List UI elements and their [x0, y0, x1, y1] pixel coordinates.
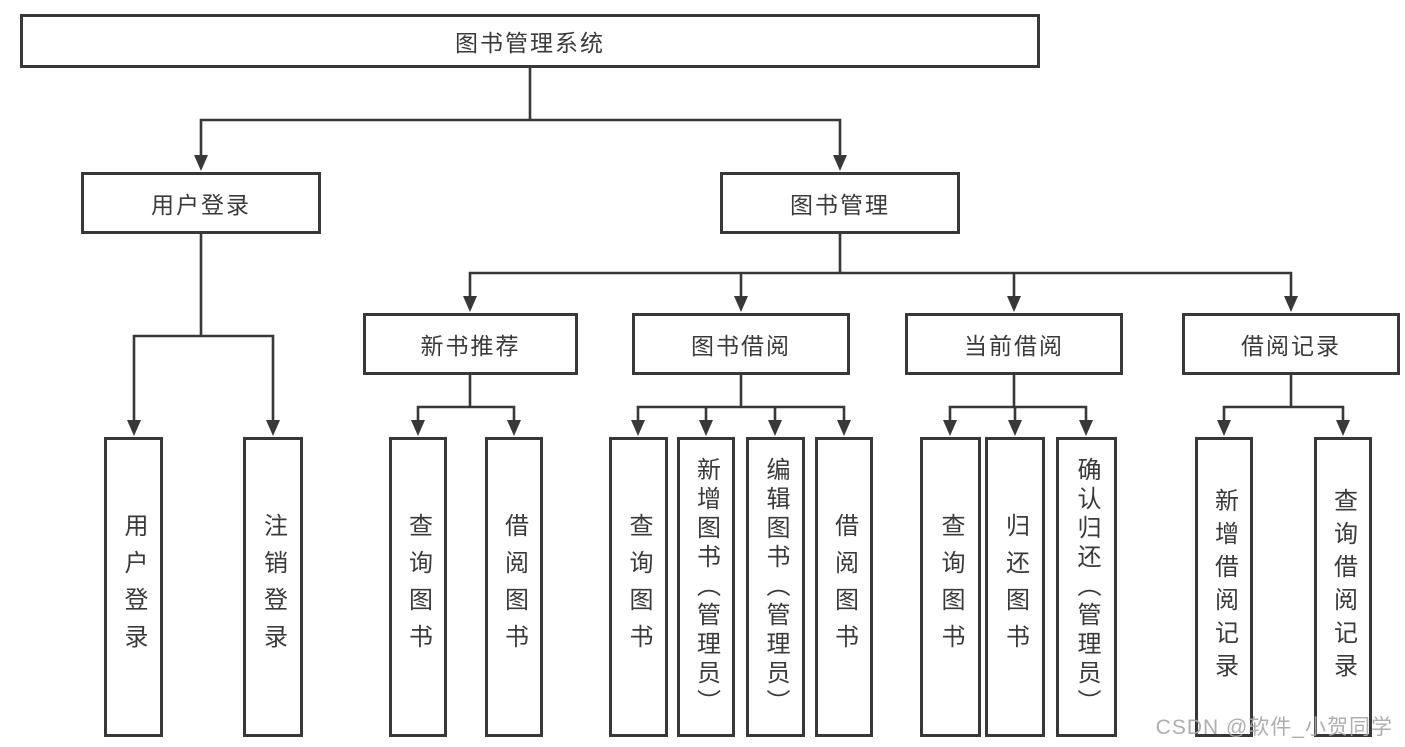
- node-label-login-logout: 注销登录: [259, 513, 287, 661]
- node-new-book: 新书推荐: [363, 313, 578, 375]
- node-label-new-book: 新书推荐: [420, 333, 521, 359]
- node-nb-query: 查询图书: [389, 437, 447, 737]
- node-label-cu-query: 查询图书: [937, 513, 964, 661]
- node-label-cu-return: 归还图书: [1001, 513, 1029, 661]
- node-label-current-borrow: 当前借阅: [964, 333, 1064, 359]
- node-label-root: 图书管理系统: [455, 30, 605, 56]
- node-bw-borrow: 借阅图书: [815, 437, 873, 737]
- node-login-logout: 注销登录: [243, 437, 303, 737]
- watermark: CSDN @软件_小贺同学: [1155, 716, 1393, 739]
- node-label-bw-query: 查询图书: [625, 513, 652, 661]
- node-label-login-user: 用户登录: [120, 513, 147, 661]
- node-cu-return: 归还图书: [985, 437, 1045, 737]
- node-re-add: 新增借阅记录: [1195, 437, 1253, 737]
- node-current-borrow: 当前借阅: [905, 313, 1123, 375]
- node-label-borrow-record: 借阅记录: [1241, 333, 1341, 359]
- node-label-book-borrow: 图书借阅: [691, 333, 791, 359]
- node-root: 图书管理系统: [20, 14, 1040, 68]
- node-label-cu-confirm: 确认归还（管理员）: [1073, 456, 1100, 718]
- node-label-re-query: 查询借阅记录: [1329, 488, 1357, 686]
- node-label-re-add: 新增借阅记录: [1210, 488, 1238, 686]
- node-label-user-login: 用户登录: [151, 192, 251, 218]
- node-re-query: 查询借阅记录: [1314, 437, 1372, 737]
- node-bw-add: 新增图书（管理员）: [677, 437, 735, 737]
- node-label-bw-add: 新增图书（管理员）: [692, 456, 720, 718]
- node-label-bw-borrow: 借阅图书: [830, 513, 858, 661]
- node-user-login: 用户登录: [81, 172, 321, 234]
- node-book-management: 图书管理: [720, 172, 960, 234]
- node-borrow-record: 借阅记录: [1182, 313, 1400, 375]
- node-cu-confirm: 确认归还（管理员）: [1056, 437, 1117, 737]
- node-label-bw-edit: 编辑图书（管理员）: [762, 456, 789, 718]
- node-nb-borrow: 借阅图书: [485, 437, 543, 737]
- node-label-book-management: 图书管理: [790, 192, 890, 218]
- node-label-nb-query: 查询图书: [404, 513, 432, 661]
- node-label-nb-borrow: 借阅图书: [500, 513, 528, 661]
- node-cu-query: 查询图书: [920, 437, 981, 737]
- node-bw-edit: 编辑图书（管理员）: [746, 437, 805, 737]
- node-login-user: 用户登录: [104, 437, 163, 737]
- node-bw-query: 查询图书: [609, 437, 668, 737]
- node-book-borrow: 图书借阅: [632, 313, 850, 375]
